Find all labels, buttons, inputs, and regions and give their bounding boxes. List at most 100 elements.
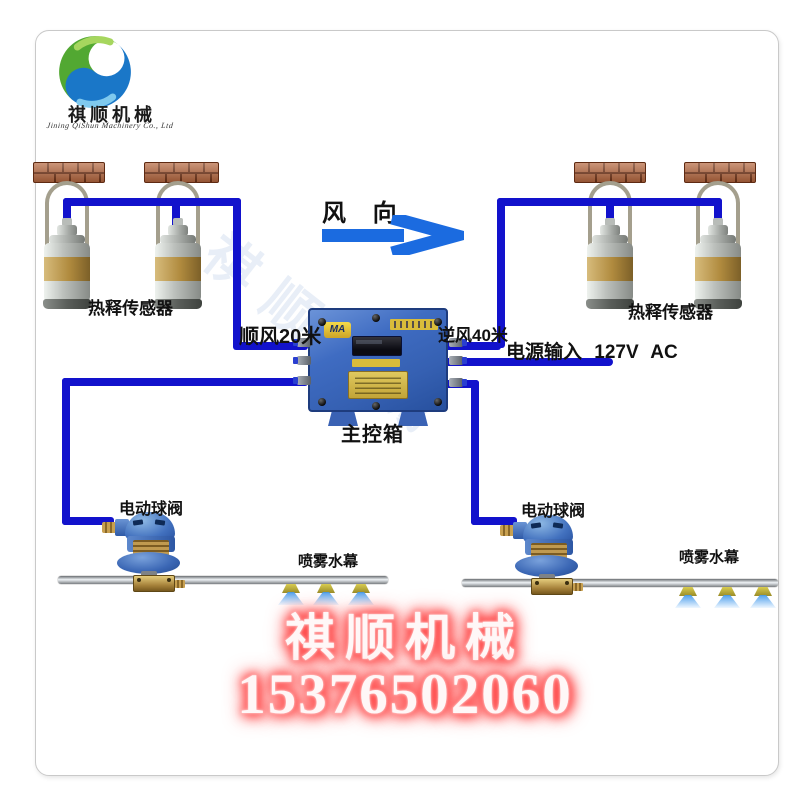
cable-gland (293, 376, 311, 385)
spray-nozzle (679, 587, 697, 596)
logo-english-name: Jining QiShun Machinery Co., Ltd (46, 121, 174, 130)
main-control-box: MA (293, 308, 467, 426)
cable-segment (62, 378, 70, 525)
power-input-label: 电源输入 127V AC (506, 342, 678, 363)
mounting-foot (328, 412, 358, 426)
cable-segment (62, 378, 308, 386)
sensor-cap (62, 218, 72, 226)
hanger-hook (45, 181, 89, 249)
left-valve-label: 电动球阀 (119, 501, 184, 518)
electric-ball-valve (102, 512, 194, 596)
pyroelectric-sensor (580, 216, 640, 316)
cable-segment (445, 342, 501, 350)
footer: 祺顺机械 15376502060 (60, 612, 750, 724)
mounting-foot (398, 412, 428, 426)
sensor-band (44, 257, 90, 281)
sensor-shoulder (49, 235, 85, 244)
spray-nozzle (754, 587, 772, 596)
sensor-neck (57, 225, 77, 236)
valve-slot (132, 519, 144, 526)
sensor-base-ring (154, 299, 202, 309)
pyroelectric-sensor (148, 216, 208, 316)
screw-icon (372, 402, 380, 410)
sensor-body (587, 243, 633, 301)
valve-pipe-fitting (175, 580, 185, 588)
cable-segment (172, 198, 180, 228)
pyroelectric-sensor (37, 216, 97, 316)
valve-base-block (531, 578, 573, 595)
sensor-body (695, 243, 741, 301)
cable-segment (62, 517, 114, 525)
valve-flange (515, 555, 578, 577)
sensor-base-ring (694, 299, 742, 309)
nameplate (348, 371, 408, 399)
cable-segment (471, 380, 479, 525)
model-plate (390, 319, 438, 330)
sensor-cap (173, 218, 183, 226)
screw-icon (372, 314, 380, 322)
left-sensors-label: 热释传感器 (88, 299, 173, 318)
cable-segment (233, 198, 241, 348)
logo-chinese-name: 祺顺机械 (68, 105, 156, 125)
valve-flange (117, 552, 180, 574)
electric-ball-valve (500, 515, 592, 599)
sensor-neck (708, 225, 728, 236)
mounting-rail (684, 162, 756, 183)
screw-icon (318, 318, 326, 326)
cable-gland (293, 338, 311, 347)
hanger-hook (696, 181, 740, 249)
valve-slot (154, 519, 166, 526)
left-spray-label: 喷雾水幕 (298, 553, 359, 570)
cable-segment (714, 198, 722, 228)
right-valve-label: 电动球阀 (521, 503, 586, 520)
valve-cable-connector (500, 525, 515, 536)
sensor-shoulder (700, 235, 736, 244)
screw-icon (434, 398, 442, 406)
company-logo-swirl-icon (56, 33, 134, 111)
sensor-body (44, 243, 90, 301)
valve-pipe-fitting (573, 583, 583, 591)
mounting-rail (574, 162, 646, 183)
right-spray-label: 喷雾水幕 (679, 549, 740, 566)
control-box-label: 主控箱 (341, 424, 404, 446)
screw-icon (434, 318, 442, 326)
sensor-cap (605, 218, 615, 226)
cable-gland (449, 338, 467, 347)
mounting-rail (33, 162, 105, 183)
sensor-shoulder (592, 235, 628, 244)
spray-nozzle (718, 587, 736, 596)
sensor-base-ring (43, 299, 91, 309)
valve-cable-connector (102, 522, 117, 533)
cable-gland (449, 378, 467, 387)
cable-segment (63, 198, 241, 206)
spray-nozzle (352, 584, 370, 593)
water-pipe (58, 576, 388, 584)
cable-segment (233, 342, 308, 350)
hanger-hook (588, 181, 632, 249)
cable-segment (63, 198, 71, 228)
sensor-body (155, 243, 201, 301)
brand-text: 祺顺机械 (285, 610, 525, 666)
sensor-band (587, 257, 633, 281)
cable-gland (293, 356, 311, 365)
hanger-hook (156, 181, 200, 249)
upwind-distance-label: 逆风40米 (438, 326, 508, 345)
sensor-neck (600, 225, 620, 236)
wind-direction-arrow-icon (322, 211, 481, 260)
sensor-neck (168, 225, 188, 236)
spray-nozzle (317, 584, 335, 593)
display-window (352, 336, 402, 356)
ma-certification-badge: MA (324, 322, 351, 338)
screw-icon (318, 398, 326, 406)
valve-slot (552, 522, 564, 529)
phone-number: 15376502060 (237, 662, 573, 726)
pyroelectric-sensor (688, 216, 748, 316)
sensor-base-ring (586, 299, 634, 309)
wind-direction-label: 风 向 (322, 200, 407, 227)
sensor-shoulder (160, 235, 196, 244)
water-pipe (462, 579, 778, 587)
sensor-band (695, 257, 741, 281)
right-sensors-label: 热释传感器 (628, 303, 713, 322)
sensor-band (155, 257, 201, 281)
spray-nozzle (282, 584, 300, 593)
